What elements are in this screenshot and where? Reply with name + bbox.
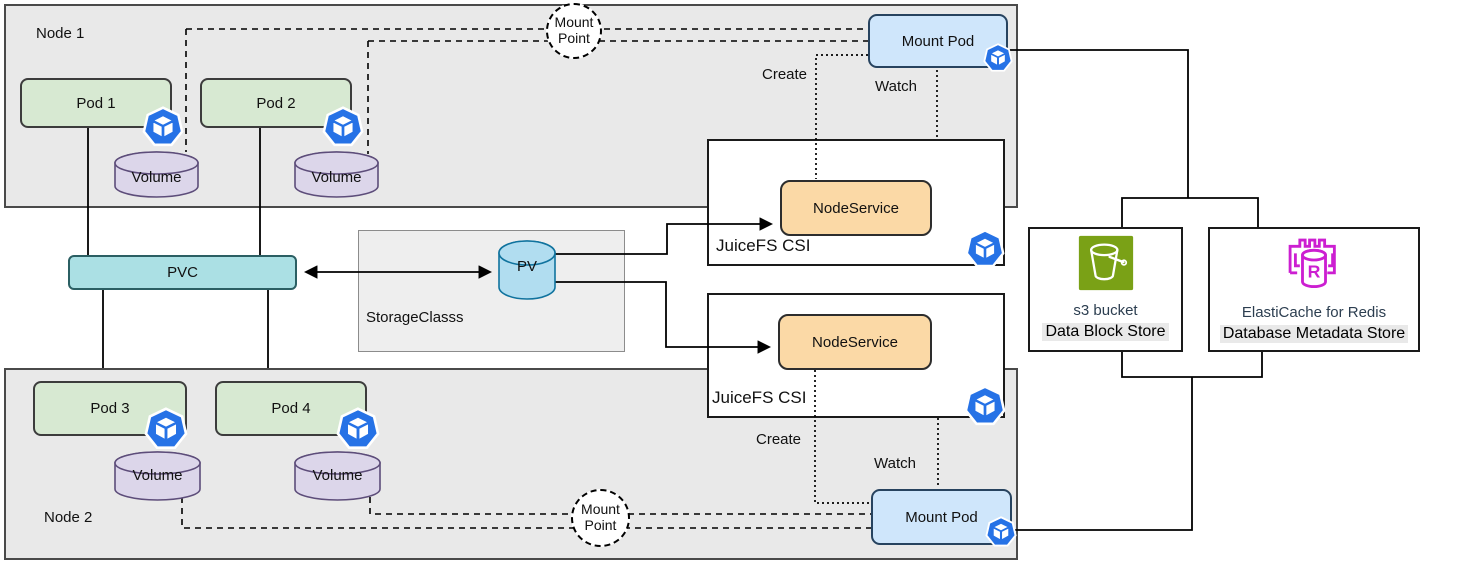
- s3-bucket-icon: [1078, 235, 1133, 291]
- mount-point-top: Mount Point: [546, 3, 602, 59]
- kubernetes-icon-pod3: [144, 407, 188, 451]
- svg-text:R: R: [1308, 261, 1321, 281]
- pv-label: PV: [516, 258, 537, 275]
- nodeservice-box-bottom: NodeService: [778, 314, 932, 370]
- pod1-label: Pod 1: [76, 94, 116, 112]
- elasticache-redis-box: R ElastiCache for Redis Database Metadat…: [1208, 227, 1420, 352]
- mount-pod-box-top: Mount Pod: [868, 14, 1008, 68]
- pvc-label: PVC: [167, 264, 198, 281]
- line-backends-mountpod-bottom: [1013, 377, 1193, 531]
- create-label-top: Create: [762, 66, 808, 83]
- juicefs-csi-label-bottom: JuiceFS CSI: [712, 388, 807, 407]
- pod3-label: Pod 3: [90, 400, 130, 417]
- pod4-label: Pod 4: [271, 400, 311, 417]
- s3-bucket-box: s3 bucket Data Block Store: [1028, 227, 1183, 352]
- elasticache-redis-role: Database Metadata Store: [1219, 325, 1409, 343]
- mount-pod-label-top: Mount Pod: [901, 32, 975, 50]
- volume1-label: Volume: [131, 169, 182, 186]
- kubernetes-icon-pod2: [322, 106, 364, 148]
- juicefs-csi-label-top: JuiceFS CSI: [716, 236, 811, 255]
- kubernetes-icon-csi-bottom: [964, 385, 1006, 427]
- mount-point-bottom: Mount Point: [571, 489, 630, 547]
- watch-label-top: Watch: [875, 78, 917, 95]
- elasticache-redis-icon: R: [1288, 238, 1336, 288]
- kubernetes-icon-mountpod-bottom: [985, 516, 1017, 548]
- kubernetes-icon-pod4: [336, 407, 380, 451]
- kubernetes-icon-pod1: [142, 106, 184, 148]
- mount-pod-box-bottom: Mount Pod: [871, 489, 1012, 545]
- pod2-label: Pod 2: [256, 94, 296, 112]
- pvc-box: PVC: [68, 255, 297, 290]
- nodeservice-box-top: NodeService: [780, 180, 932, 236]
- nodeservice-label-bottom: NodeService: [812, 333, 898, 351]
- bracket-backends-bottom: [1121, 352, 1263, 378]
- volume4-label: Volume: [312, 467, 363, 484]
- nodeservice-label-top: NodeService: [813, 199, 899, 217]
- volume3-label: Volume: [132, 467, 183, 484]
- bracket-backends-top: [1121, 197, 1259, 227]
- s3-bucket-name: s3 bucket: [1073, 302, 1138, 319]
- s3-bucket-role: Data Block Store: [1042, 323, 1169, 341]
- kubernetes-icon-mountpod-top: [983, 43, 1013, 73]
- kubernetes-icon-csi-top: [965, 229, 1005, 269]
- watch-label-bottom: Watch: [874, 455, 916, 472]
- storageclass-container: [358, 230, 625, 352]
- volume2-label: Volume: [311, 169, 362, 186]
- create-label-bottom: Create: [756, 431, 802, 448]
- mount-pod-label-bottom: Mount Pod: [905, 508, 978, 526]
- elasticache-redis-name: ElastiCache for Redis: [1241, 304, 1387, 321]
- node2-label: Node 2: [44, 509, 93, 526]
- line-mountpod-top-backends: [1008, 49, 1189, 198]
- storageclass-label: StorageClasss: [366, 309, 464, 326]
- node1-label: Node 1: [36, 25, 85, 42]
